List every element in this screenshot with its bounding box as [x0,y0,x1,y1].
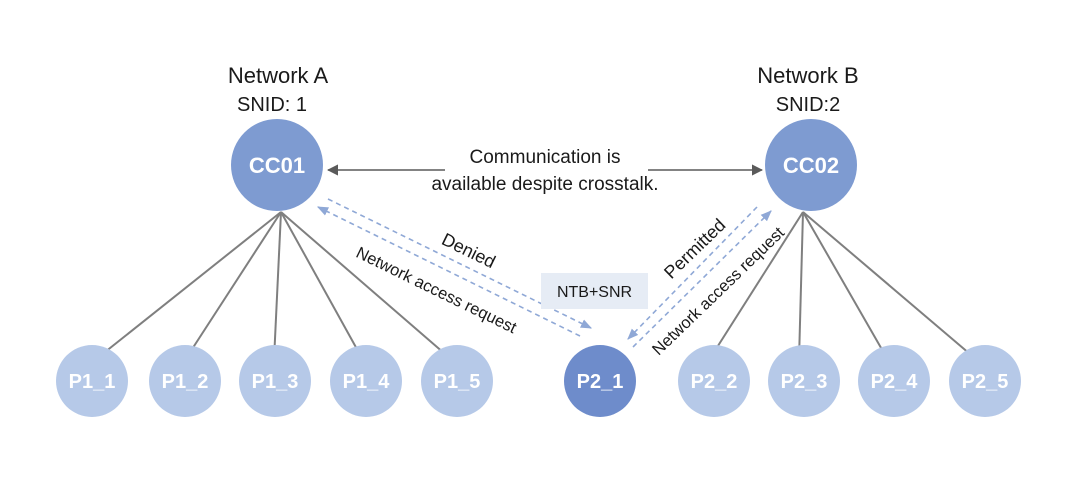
node-p2-2-label: P2_2 [691,371,738,393]
node-p2-4-label: P2_4 [871,371,919,393]
ntb-snr-label: NTB+SNR [557,284,632,301]
node-p1-3-label: P1_3 [252,371,299,393]
cc02-label: CC02 [783,153,839,178]
node-p2-4: P2_4 [858,345,930,417]
node-p1-2: P1_2 [149,345,221,417]
network-access-request-label-b: Network access request [649,223,788,359]
node-p2-3: P2_3 [768,345,840,417]
node-p2-5-label: P2_5 [962,371,1009,393]
node-p1-4-label: P1_4 [343,371,391,393]
node-p2-1-label: P2_1 [577,371,624,393]
network-b-snid: SNID:2 [776,94,840,116]
network-b-title: Network B [757,63,858,88]
permitted-arrow-to-p2-1 [627,206,758,340]
node-p1-1-label: P1_1 [69,371,116,393]
node-p1-5: P1_5 [421,345,493,417]
node-p1-2-label: P1_2 [162,371,209,393]
node-p1-3: P1_3 [239,345,311,417]
cc01-label: CC01 [249,153,305,178]
node-p1-4: P1_4 [330,345,402,417]
cc01-node: CC01 [231,119,323,211]
cc02-node: CC02 [765,119,857,211]
node-p1-5-label: P1_5 [434,371,481,393]
node-p2-2: P2_2 [678,345,750,417]
ntb-snr-badge [541,273,648,309]
communication-note-line-2: available despite crosstalk. [431,174,658,195]
node-p2-3-label: P2_3 [781,371,828,393]
network-a-snid: SNID: 1 [237,94,307,116]
permitted-label: Permitted [660,215,729,283]
network-a-links [94,211,453,361]
network-b-links [708,211,978,361]
node-p2-1: P2_1 [564,345,636,417]
denied-label: Denied [439,229,499,272]
node-p1-1: P1_1 [56,345,128,417]
communication-note-line-1: Communication is [470,147,621,168]
network-a-title: Network A [228,63,329,88]
request-arrow-to-cc01 [316,206,581,337]
node-p2-5: P2_5 [949,345,1021,417]
